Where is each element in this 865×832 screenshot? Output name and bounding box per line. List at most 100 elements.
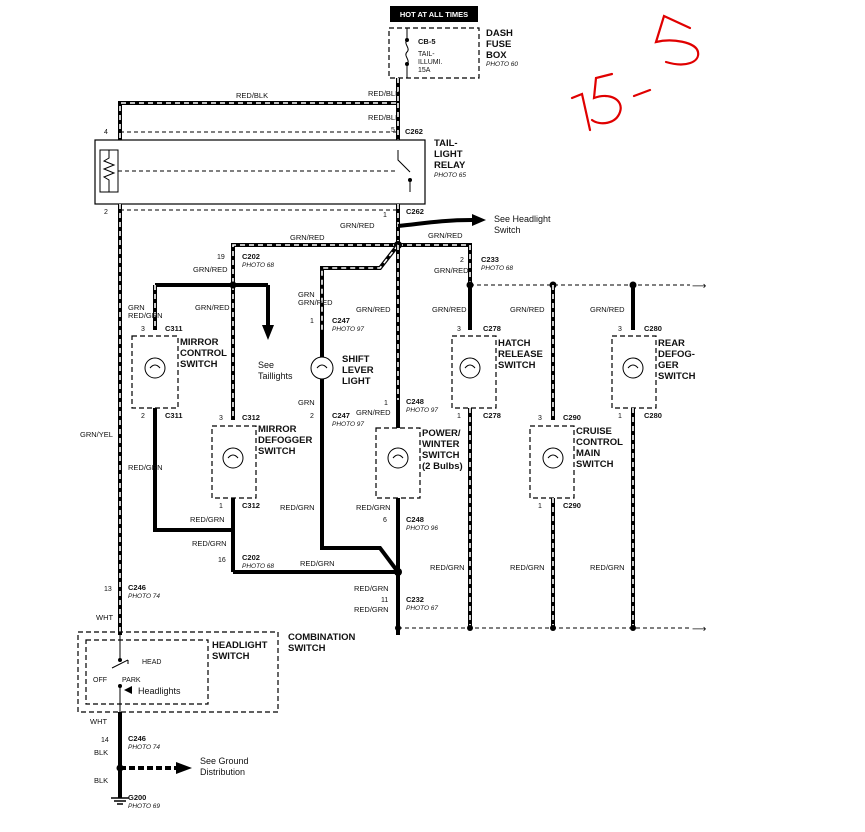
wire-label-red-grn-4: RED/GRN (280, 503, 315, 512)
wire-label-wht-2: WHT (90, 717, 107, 726)
rear-bulb-icon (622, 357, 644, 379)
wire-label-red-blk-2: RED/BLK (368, 89, 400, 98)
pin-6-c248: 6 (383, 517, 387, 524)
pin-3-c311: 3 (141, 326, 145, 333)
arrow-right-icon-2 (176, 762, 192, 774)
fuse-terminal-top (405, 38, 409, 42)
cruise-name-1: CRUISE (576, 426, 612, 437)
c232: C232 (406, 595, 424, 604)
ref-ground-2: Distribution (200, 767, 245, 777)
pin-11: 11 (381, 597, 388, 604)
grn-red-shift-stripe (321, 244, 399, 330)
switch-pivot (118, 658, 122, 662)
c247-bottom-photo: PHOTO 97 (332, 421, 364, 428)
wire-label-grn-red-10: GRN/RED (590, 305, 625, 314)
relay-pin-2: 2 (104, 209, 108, 216)
pin-3-c278: 3 (457, 326, 461, 333)
rear-bulb-filament (627, 364, 639, 369)
ref-taillights-2: Taillights (258, 371, 293, 381)
relay-coil-icon (102, 150, 116, 192)
hatch-bulb-filament (464, 364, 476, 369)
wire-label-grn-red-6: GRN/RED (195, 303, 230, 312)
shift-bulb-filament (316, 364, 328, 369)
bulb-icon-2 (222, 447, 244, 469)
power-name-3: SWITCH (422, 450, 460, 461)
c262-bottom: C262 (406, 207, 424, 216)
red-grn-mirror-ctl-return (153, 408, 233, 532)
relay-contact-icon (397, 150, 411, 192)
ref-headlights: Headlights (138, 686, 181, 696)
c280-bottom: C280 (644, 411, 662, 420)
hatch-name-2: RELEASE (498, 349, 543, 360)
wire-label-grn-red-3: GRN/RED (428, 231, 463, 240)
wire-label-grn-yel: GRN/YEL (80, 430, 113, 439)
c312-top: C312 (242, 413, 260, 422)
c278-top: C278 (483, 324, 501, 333)
relay-pin-1: 1 (383, 212, 387, 219)
pin-13: 13 (104, 586, 112, 593)
pos-off: OFF (93, 677, 107, 684)
pin-2-c233: 2 (460, 257, 464, 264)
wire-label-grn-3: GRN (298, 398, 315, 407)
hot-at-all-times-banner (390, 6, 478, 22)
c246-top-photo: PHOTO 74 (128, 593, 160, 600)
wire-label-red-grn-2: RED/GRN (190, 515, 225, 524)
c202-top-photo: PHOTO 68 (242, 262, 274, 269)
power-name-1: POWER/ (422, 428, 461, 439)
c280-top: C280 (644, 324, 662, 333)
wire-label-red-blk-3: RED/BLK (368, 113, 400, 122)
shift-name-2: LEVER (342, 365, 374, 376)
splice-left (229, 281, 237, 289)
wire-label-grn: GRN (128, 303, 145, 312)
mirror-defogger-switch (211, 425, 257, 499)
continue-marker-top: ⟶ (692, 281, 706, 292)
c247-top-photo: PHOTO 97 (332, 326, 364, 333)
rear-name-2: DEFOG- (658, 349, 695, 360)
wire-label-grn-red-9: GRN/RED (510, 305, 545, 314)
fuse-desc-1: TAIL- (418, 51, 435, 58)
handwritten-annotation (570, 14, 700, 132)
rear-defogger-switch (611, 335, 657, 409)
relay-pin-4: 4 (104, 129, 108, 136)
relay-name-3: RELAY (434, 160, 466, 171)
wire-label-red-grn-6: RED/GRN (430, 563, 465, 572)
shift-name-3: LIGHT (342, 376, 371, 387)
pos-park: PARK (122, 677, 141, 684)
relay-pin-5: 5 (391, 127, 395, 134)
dash-fuse-box (388, 27, 480, 79)
wire-label-grn-2: GRN (298, 290, 315, 299)
c290-bottom: C290 (563, 501, 581, 510)
power-name-4: (2 Bulbs) (422, 461, 463, 472)
splice-lower (394, 568, 402, 576)
relay-photo: PHOTO 65 (434, 172, 466, 179)
pos-head: HEAD (142, 659, 161, 666)
ref-headlight-1: See Headlight (494, 214, 551, 224)
wire-label-grn-red-2: GRN/RED (290, 233, 325, 242)
c202-bottom-photo: PHOTO 68 (242, 563, 274, 570)
g200: G200 (128, 793, 146, 802)
combo-title-2: SWITCH (288, 643, 326, 654)
hatch-bulb-icon (459, 357, 481, 379)
wire-label-red-grn-7: RED/GRN (510, 563, 545, 572)
cruise-bulb-icon (542, 447, 564, 469)
continue-marker-bottom: ⟶ (692, 624, 706, 635)
cruise-name-2: CONTROL (576, 437, 623, 448)
c278-bottom: C278 (483, 411, 501, 420)
shift-name-1: SHIFT (342, 354, 370, 365)
node-2 (467, 625, 473, 631)
c311-top: C311 (165, 324, 183, 333)
c290-top: C290 (563, 413, 581, 422)
c233-photo: PHOTO 68 (481, 265, 513, 272)
red-grn-shift-return (320, 420, 400, 574)
pin-16: 16 (218, 557, 226, 564)
mirror-ctl-name-1: MIRROR (180, 337, 219, 348)
pin-2-c247: 2 (310, 413, 314, 420)
g200-photo: PHOTO 69 (128, 803, 160, 810)
wire-label-red-2: GRN/RED (298, 298, 333, 307)
power-bulb-filament (392, 454, 404, 459)
headlight-sw-1: HEADLIGHT (212, 640, 268, 651)
c202-bottom: C202 (242, 553, 260, 562)
wire-label-red-grn-9: RED/GRN (300, 559, 335, 568)
wire-label-grn-red-8: GRN/RED (432, 305, 467, 314)
